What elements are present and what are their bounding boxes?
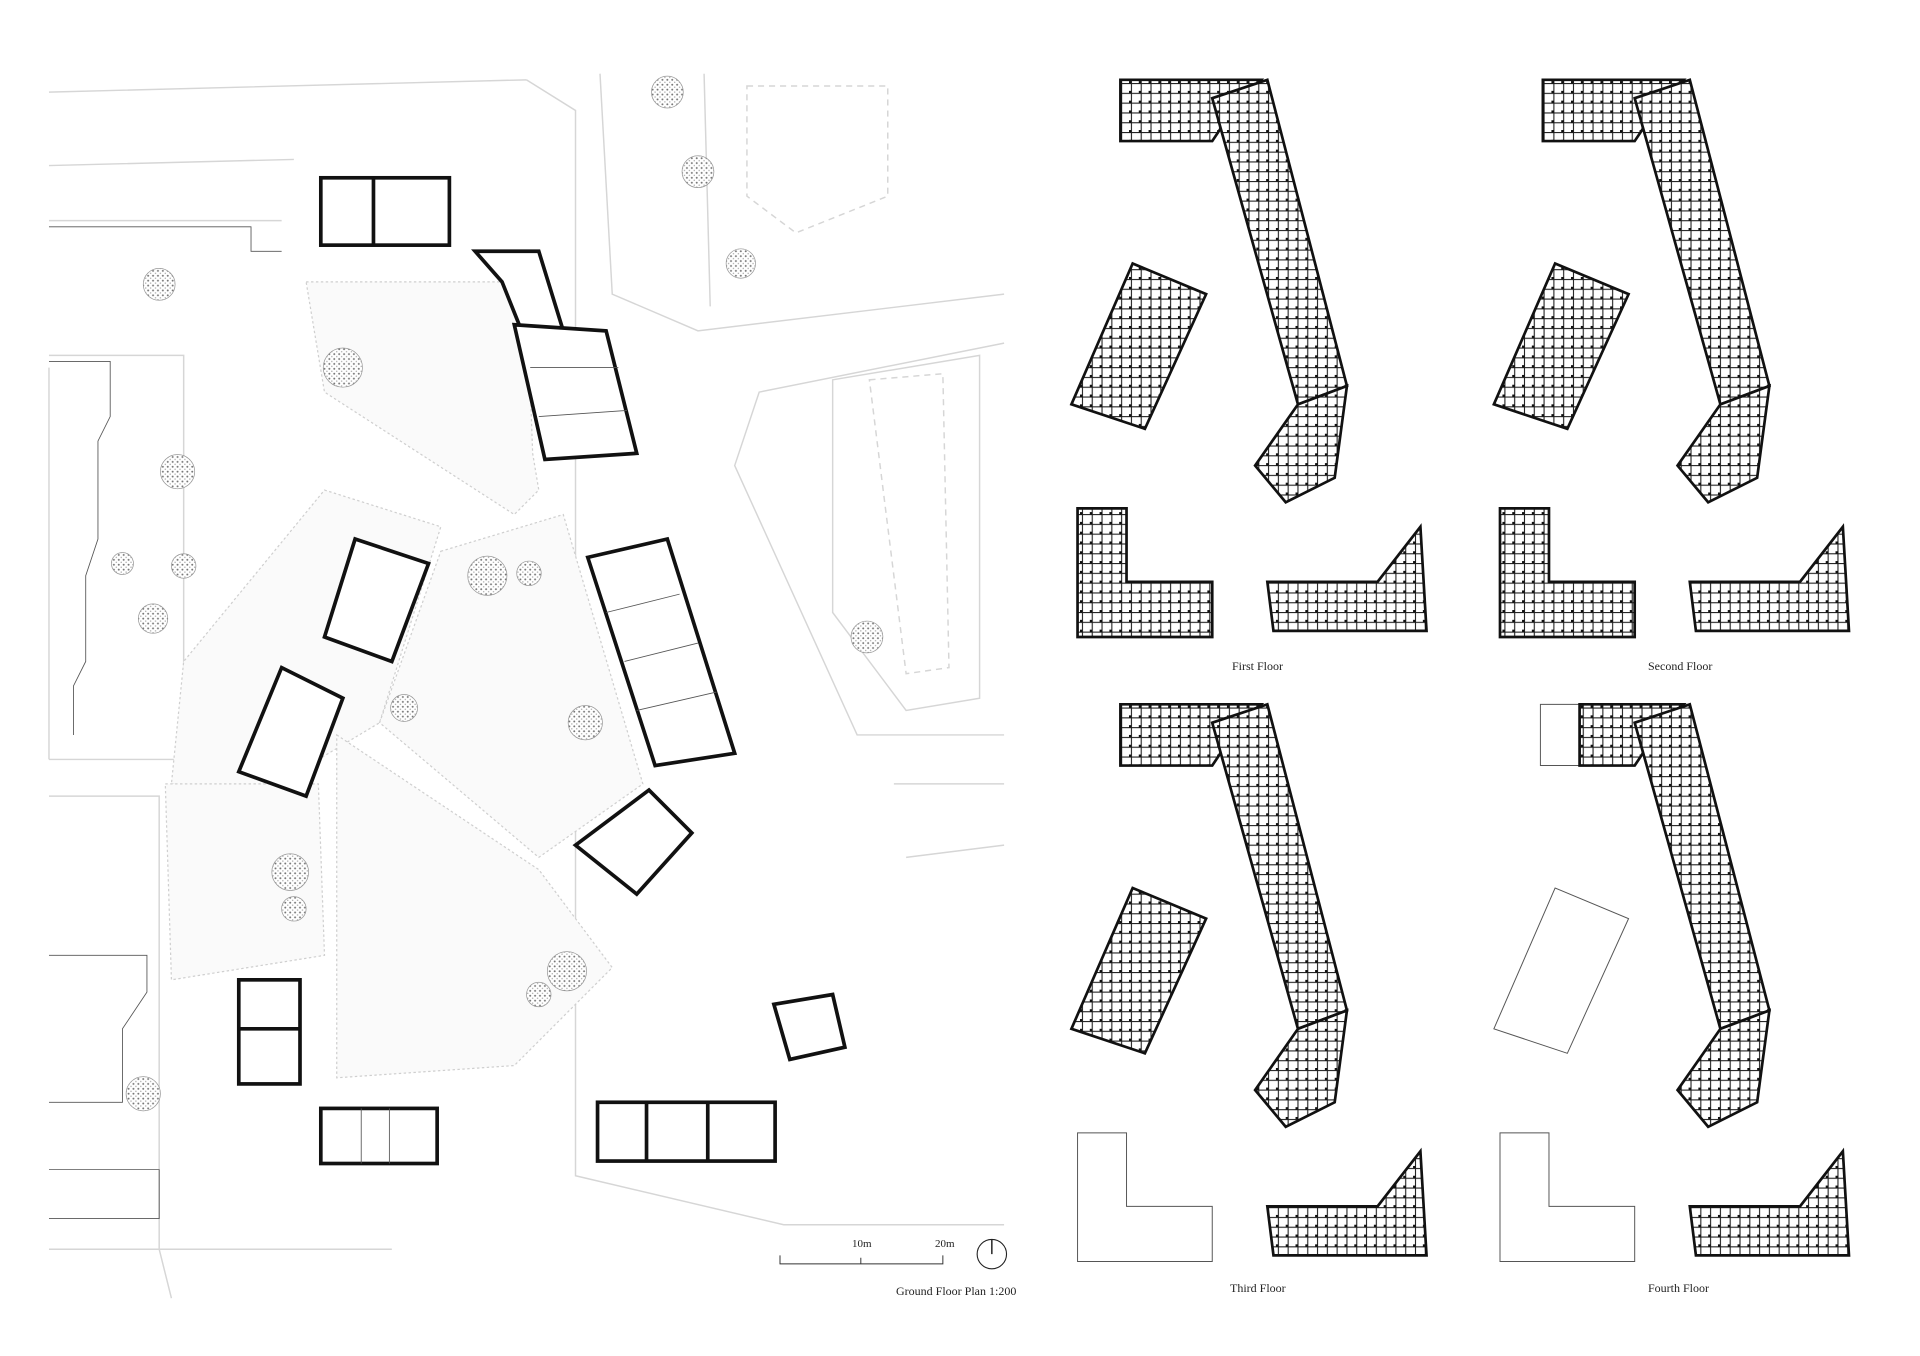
tree — [322, 347, 363, 388]
tree — [138, 603, 169, 634]
ground-floor-plan — [48, 73, 1008, 1299]
second-floor-plan — [1492, 78, 1851, 639]
scale-bar — [779, 1255, 944, 1265]
third-floor-label: Third Floor — [1230, 1281, 1286, 1295]
tree — [160, 454, 196, 490]
fourth-floor-label: Fourth Floor — [1648, 1281, 1710, 1295]
tree — [271, 853, 309, 891]
first-floor-plan — [1070, 78, 1428, 639]
tree — [390, 694, 418, 722]
third-floor-plan — [1069, 702, 1428, 1262]
first-floor-label: First Floor — [1232, 659, 1284, 673]
scale-label-20m: 20m — [935, 1238, 955, 1250]
scale-label-10m: 10m — [852, 1238, 872, 1250]
tree — [281, 896, 307, 922]
tree — [681, 155, 715, 188]
tree — [725, 248, 756, 279]
tree — [467, 555, 508, 596]
tree — [171, 553, 197, 579]
fourth-floor-plan — [1493, 702, 1851, 1262]
tree — [651, 75, 684, 109]
tree — [125, 1076, 161, 1112]
ground-plan-title: Ground Floor Plan 1:200 — [896, 1284, 1017, 1298]
tree — [142, 268, 176, 301]
tree — [526, 981, 552, 1008]
second-floor-label: Second Floor — [1648, 659, 1713, 673]
tree — [850, 620, 884, 654]
north-arrow-icon — [976, 1238, 1008, 1270]
tree — [111, 552, 134, 575]
tree — [567, 705, 603, 741]
tree — [516, 560, 542, 586]
tree — [546, 951, 587, 992]
